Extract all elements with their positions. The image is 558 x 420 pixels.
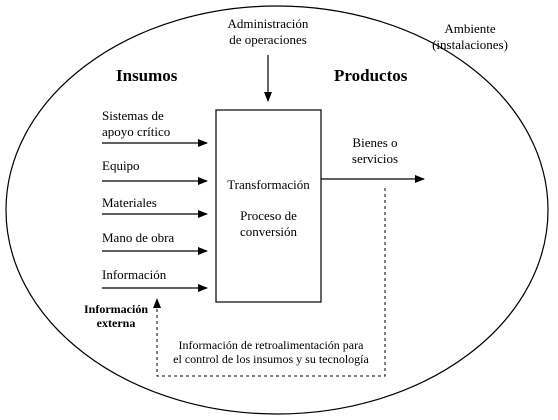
inputs-heading: Insumos	[116, 66, 178, 85]
external-info-label-line2: externa	[96, 316, 136, 331]
input-label-equipment: Equipo	[102, 158, 140, 173]
input-label-critical-support-line1: Sistemas de	[102, 108, 164, 123]
environment-label: Ambiente (instalaciones)	[420, 21, 520, 52]
feedback-label: Información de retroalimentación para el…	[166, 338, 376, 367]
output-label-line1: Bienes o	[352, 135, 398, 150]
process-label-conversion-line2: conversión	[239, 223, 298, 239]
process-label-transformation: Transformación	[227, 177, 310, 192]
management-label: Administración de operaciones	[214, 16, 322, 47]
input-label-materials: Materiales	[102, 195, 157, 210]
transformation-box	[215, 109, 322, 303]
input-label-labor: Mano de obra	[102, 230, 175, 245]
environment-label-line2: (instalaciones)	[432, 36, 508, 52]
feedback-label-line1: Información de retroalimentación para	[178, 338, 364, 352]
environment-label-line1: Ambiente	[444, 21, 496, 36]
input-label-information: Información	[102, 267, 167, 282]
feedback-loop-dashed	[156, 188, 386, 377]
management-label-line1: Administración	[227, 16, 309, 31]
output-label-line2: servicios	[351, 150, 399, 166]
outputs-heading: Productos	[334, 66, 408, 85]
environment-ellipse	[5, 5, 549, 415]
output-label: Bienes o servicios	[340, 135, 410, 166]
process-label-conversion: Proceso de conversión	[216, 208, 321, 239]
feedback-label-line2: el control de los insumos y su tecnologí…	[173, 352, 369, 367]
input-label-critical-support: Sistemas de apoyo crítico	[102, 108, 170, 139]
input-label-critical-support-line2: apoyo crítico	[102, 123, 171, 139]
process-label-conversion-line1: Proceso de	[240, 208, 297, 223]
external-info-label-line1: Información	[84, 302, 148, 316]
feedback-arrowhead	[153, 298, 161, 308]
management-label-line2: de operaciones	[229, 31, 307, 47]
external-info-label: Información externa	[78, 302, 154, 331]
